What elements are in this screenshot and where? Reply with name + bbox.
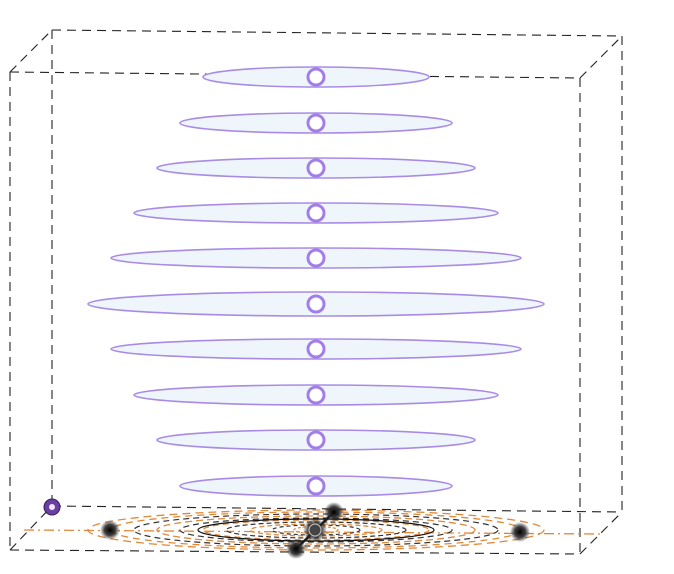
ring-marker-icon[interactable] xyxy=(306,430,326,450)
ring-marker-icon[interactable] xyxy=(306,158,326,178)
ring-marker-icon[interactable] xyxy=(306,294,326,314)
ground-ring xyxy=(133,513,499,547)
ring-marker-icon[interactable] xyxy=(306,248,326,268)
drag-handle-icon[interactable] xyxy=(286,539,306,559)
layer-disc xyxy=(156,157,476,179)
box-edge-depth-tr xyxy=(579,35,623,79)
box-edge-depth-tl xyxy=(9,29,53,73)
layer-stack xyxy=(87,66,545,497)
ring-marker-icon[interactable] xyxy=(306,67,326,87)
layer-disc xyxy=(110,247,522,269)
drag-handle-icon[interactable] xyxy=(510,522,530,542)
layer-disc xyxy=(110,338,522,360)
ring-marker-icon[interactable] xyxy=(306,476,326,496)
layer-disc xyxy=(156,429,476,451)
drag-handle-icon[interactable] xyxy=(324,502,344,522)
ground-handles xyxy=(100,502,530,559)
layer-disc xyxy=(179,475,453,497)
ground-ring xyxy=(179,517,453,543)
layer-disc xyxy=(133,202,499,224)
ring-marker-icon[interactable] xyxy=(306,203,326,223)
layer-disc xyxy=(202,66,430,88)
corner-handle-inner xyxy=(49,504,55,510)
box-edge-depth-bl xyxy=(9,505,53,551)
ring-marker-icon[interactable] xyxy=(306,113,326,133)
layer-disc xyxy=(133,384,499,406)
center-handle[interactable] xyxy=(303,518,327,542)
layer-disc xyxy=(179,112,453,134)
ring-marker-icon[interactable] xyxy=(306,385,326,405)
ground-ring xyxy=(87,509,545,551)
ground-ring xyxy=(156,515,476,545)
box-edge-depth-br xyxy=(579,511,623,555)
layer-disc xyxy=(87,291,545,317)
box-edge-back-top xyxy=(51,29,623,37)
drag-handle-icon[interactable] xyxy=(100,520,120,540)
center-handle-ring xyxy=(308,523,322,537)
ring-marker-icon[interactable] xyxy=(306,339,326,359)
corner-handle-icon[interactable] xyxy=(43,498,61,516)
